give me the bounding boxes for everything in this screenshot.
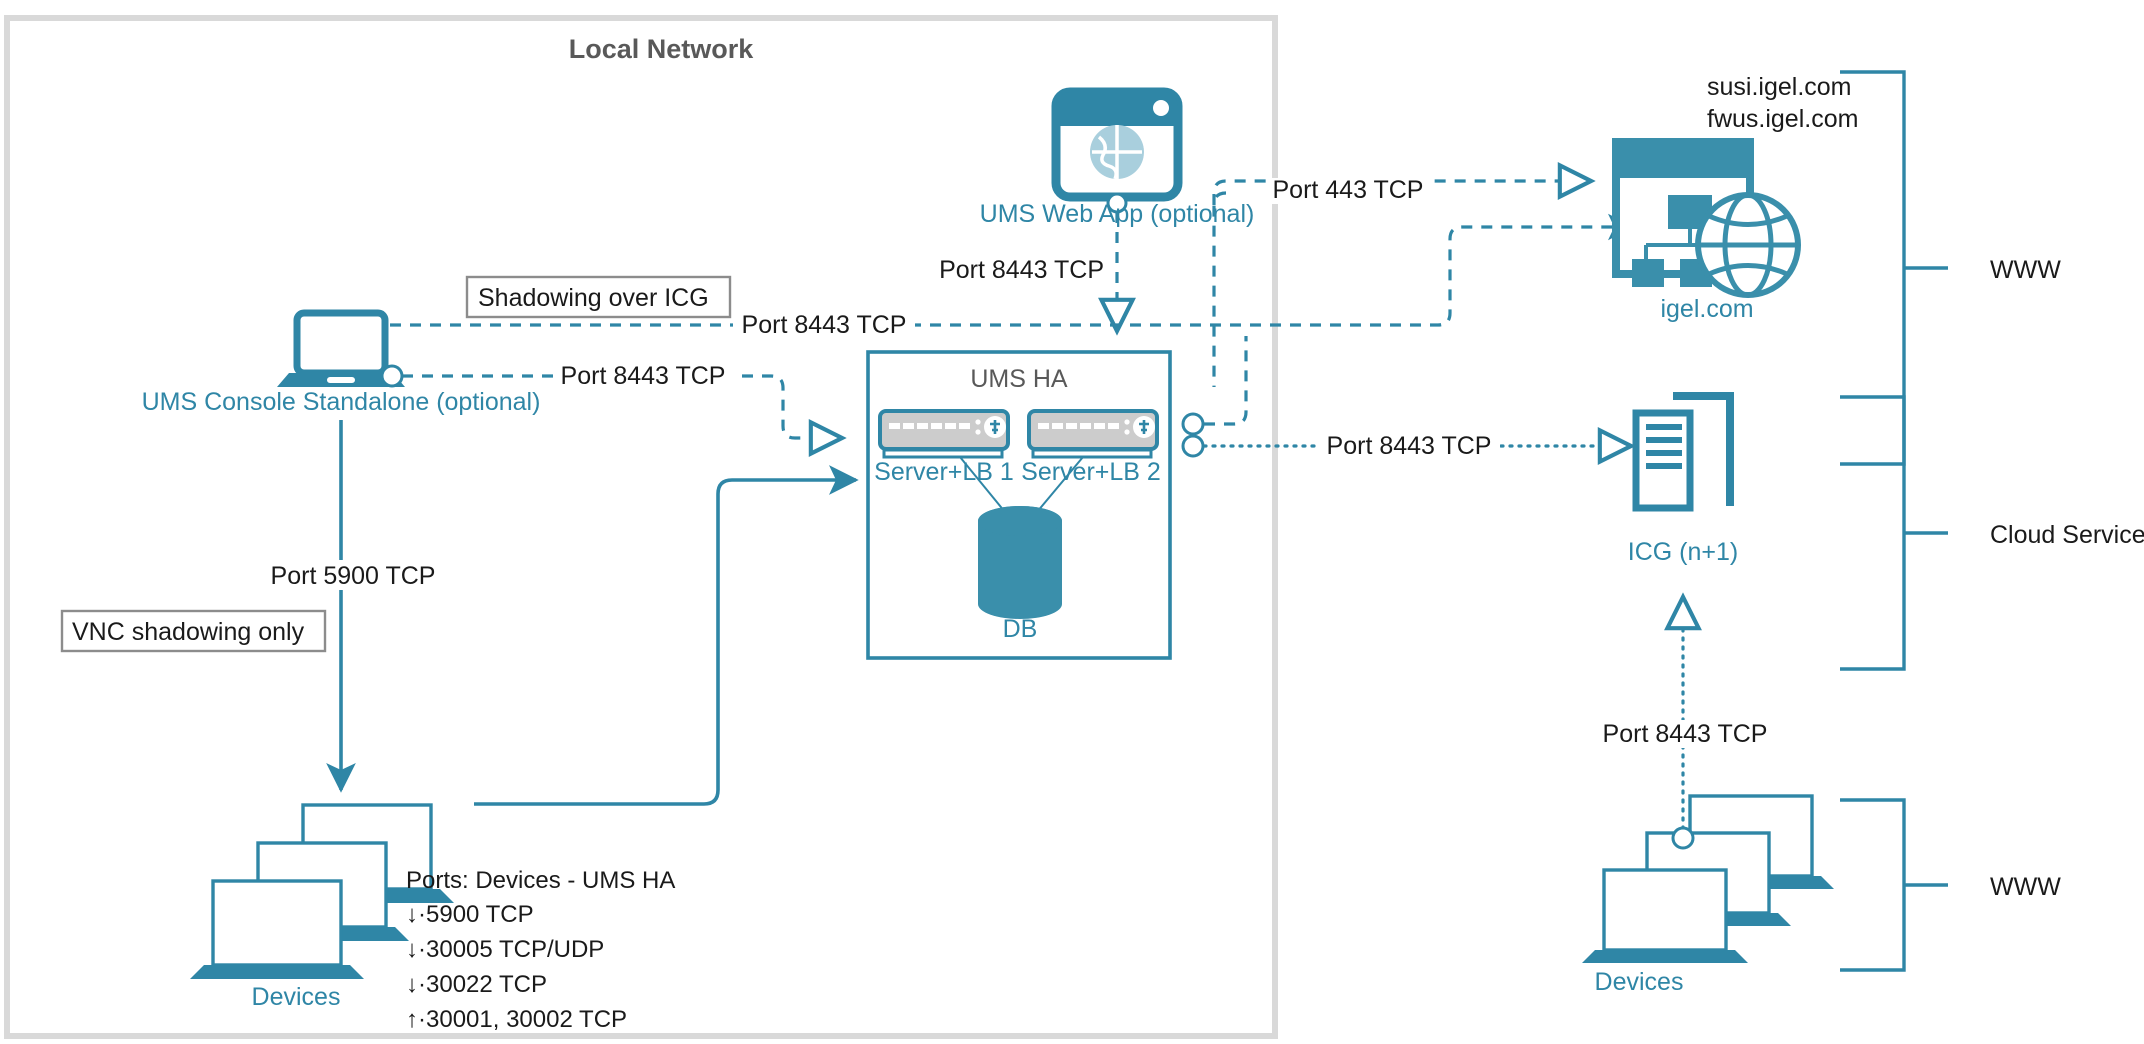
ports-item-1-sep: · bbox=[418, 936, 426, 963]
note-vnc-shadowing-only-label: VNC shadowing only bbox=[72, 618, 305, 646]
ums-web-app-node: UMS Web App (optional) bbox=[980, 87, 1254, 228]
ports-list-item-2: ↓·30022 TCP bbox=[406, 971, 547, 998]
ports-item-0-text: 5900 TCP bbox=[426, 901, 534, 928]
edge-ha-connector-up bbox=[1204, 336, 1248, 426]
ports-item-0-dir: ↓ bbox=[406, 901, 418, 928]
ports-item-4-dir: ↑ bbox=[406, 1041, 418, 1044]
ports-list-item-0: ↓·5900 TCP bbox=[406, 901, 534, 928]
ports-item-4-text: 8443 TCP bbox=[426, 1041, 534, 1044]
note-shadowing-over-icg-label: Shadowing over ICG bbox=[478, 284, 709, 312]
icg-label: ICG (n+1) bbox=[1628, 538, 1738, 566]
note-shadowing-over-icg: Shadowing over ICG bbox=[465, 275, 732, 319]
igel-site-label: igel.com bbox=[1660, 295, 1753, 323]
edge-webapp-to-ha-label: Port 8443 TCP bbox=[939, 256, 1104, 284]
igel-host-1: susi.igel.com bbox=[1707, 73, 1852, 101]
ports-list-item-1: ↓·30005 TCP/UDP bbox=[406, 936, 604, 963]
page-title: Local Network bbox=[569, 34, 755, 64]
ports-list-item-4: ↑·8443 TCP bbox=[406, 1041, 534, 1044]
ports-item-1-text: 30005 TCP/UDP bbox=[426, 936, 604, 963]
edge-console-to-devices-label: Port 5900 TCP bbox=[271, 562, 436, 590]
edge-webapp-to-igel-top bbox=[1212, 181, 1590, 205]
ha-connector-upper bbox=[1181, 412, 1205, 436]
ports-list-item-3: ↑·30001, 30002 TCP bbox=[406, 1006, 627, 1033]
edge-console-to-ha-label: Port 8443 TCP bbox=[561, 362, 726, 390]
ports-item-3-dir: ↑ bbox=[406, 1006, 418, 1033]
edge-console-to-ha bbox=[402, 374, 841, 438]
ums-ha-group: UMS HA Server+LB 1 bbox=[866, 350, 1205, 660]
laptops-stack-icon-remote bbox=[1582, 794, 1834, 963]
edge-icg-to-devices-label: Port 8443 TCP bbox=[1603, 720, 1768, 748]
ports-item-3-text: 30001, 30002 TCP bbox=[426, 1006, 627, 1033]
ums-console-node: UMS Console Standalone (optional) bbox=[142, 309, 541, 416]
ports-item-4-sep: · bbox=[418, 1041, 426, 1044]
edge-console-shadow-label: Port 8443 TCP bbox=[742, 311, 907, 339]
edge-ha-to-icg-label: Port 8443 TCP bbox=[1327, 432, 1492, 460]
ha-connector-lower bbox=[1181, 434, 1205, 458]
ports-item-3-sep: · bbox=[418, 1006, 426, 1033]
igel-site-node: susi.igel.com fwus.igel.com igel.com bbox=[1612, 73, 1858, 323]
laptops-stack-icon bbox=[190, 803, 454, 979]
bracket-label-0: WWW bbox=[1990, 256, 2061, 284]
server-lb-1-icon bbox=[878, 409, 1010, 513]
bracket-www-bottom: WWW bbox=[1840, 798, 2061, 972]
db-label: DB bbox=[1003, 615, 1038, 643]
ports-item-2-dir: ↓ bbox=[406, 971, 418, 998]
igel-host-2: fwus.igel.com bbox=[1707, 105, 1858, 133]
bracket-label-1: Cloud Service bbox=[1990, 521, 2144, 549]
server-tower-icon bbox=[1632, 392, 1734, 512]
ums-ha-title: UMS HA bbox=[970, 365, 1068, 393]
edge-webapp-to-igel-label: Port 443 TCP bbox=[1272, 176, 1423, 204]
devices-remote-node: Devices bbox=[1582, 794, 1834, 996]
ports-list-title: Ports: Devices - UMS HA bbox=[406, 867, 675, 894]
ports-item-0-sep: · bbox=[418, 901, 426, 928]
bracket-cloud-service: Cloud Service bbox=[1840, 395, 2144, 671]
devices-local-label: Devices bbox=[252, 983, 341, 1011]
ums-console-label: UMS Console Standalone (optional) bbox=[142, 388, 541, 416]
ports-item-2-sep: · bbox=[418, 971, 426, 998]
server-lb-2-icon bbox=[1027, 409, 1159, 513]
bracket-label-2: WWW bbox=[1990, 873, 2061, 901]
edge-webapp-to-igel bbox=[1212, 191, 1227, 387]
ports-item-1-dir: ↓ bbox=[406, 936, 418, 963]
icg-node: ICG (n+1) bbox=[1628, 392, 1738, 566]
edge-ha-to-devices bbox=[474, 465, 859, 806]
website-globe-icon bbox=[1612, 138, 1801, 298]
devices-local-node: Devices bbox=[190, 803, 454, 1011]
server-lb-2-label: Server+LB 2 bbox=[1021, 458, 1161, 486]
devices-remote-label: Devices bbox=[1595, 968, 1684, 996]
database-cylinder-icon bbox=[978, 506, 1062, 619]
server-lb-1-label: Server+LB 1 bbox=[874, 458, 1014, 486]
laptop-icon bbox=[277, 309, 405, 388]
browser-globe-icon bbox=[1051, 87, 1183, 214]
note-vnc-shadowing-only: VNC shadowing only bbox=[60, 609, 327, 653]
bracket-www-top: WWW bbox=[1840, 70, 2061, 466]
edge-console-shadow-to-icg bbox=[390, 213, 1635, 327]
ports-list: Ports: Devices - UMS HA ↓·5900 TCP ↓·300… bbox=[406, 867, 675, 1044]
ports-item-2-text: 30022 TCP bbox=[426, 971, 547, 998]
